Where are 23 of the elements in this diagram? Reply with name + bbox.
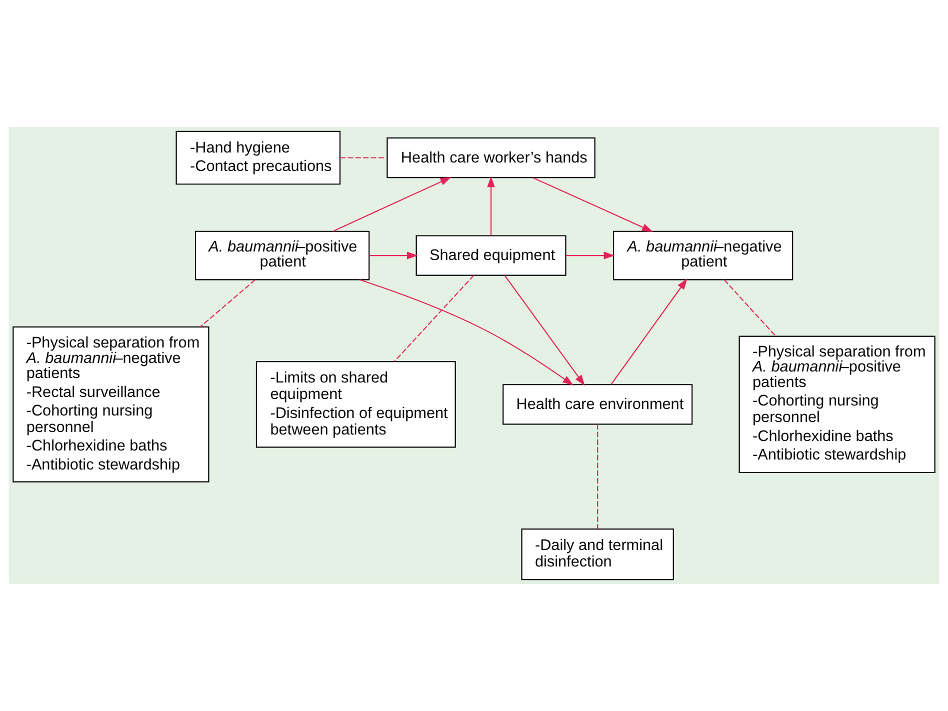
node-box: Health care worker’s hands — [386, 137, 596, 178]
arrow — [610, 278, 688, 385]
node-box: -Physical separation from A. baumannii–negative patients -Rectal surveillance -Cohorting nursing personnel -Chlorhexidine baths -Antibiotic stewardship — [12, 326, 210, 482]
node-box: -Limits on shared equipment -Disinfection of equipment between patients — [256, 361, 456, 448]
connector — [340, 157, 388, 158]
connector — [597, 424, 598, 529]
arrow — [566, 252, 615, 260]
arrow — [332, 177, 452, 232]
node-box: A. baumannii–positive patient — [194, 230, 370, 280]
arrow — [487, 176, 495, 236]
connector — [200, 279, 256, 328]
node-box: Health care environment — [502, 384, 693, 425]
node-box: A. baumannii–negative patient — [612, 230, 794, 280]
arrow — [369, 252, 418, 260]
node-box: -Physical separation from A. baumannii–positive patients -Cohorting nursing personnel -Chlorhexidine baths -Antibiotic stewardship — [738, 336, 936, 474]
connector — [394, 275, 474, 362]
node-box: Shared equipment — [416, 235, 566, 276]
arrow — [532, 177, 654, 232]
arrow — [504, 275, 585, 386]
arrow — [359, 279, 574, 386]
node-box: -Hand hygiene -Contact precautions — [176, 130, 341, 185]
node-box: -Daily and terminal disinfection — [521, 528, 674, 580]
connector — [724, 280, 776, 336]
